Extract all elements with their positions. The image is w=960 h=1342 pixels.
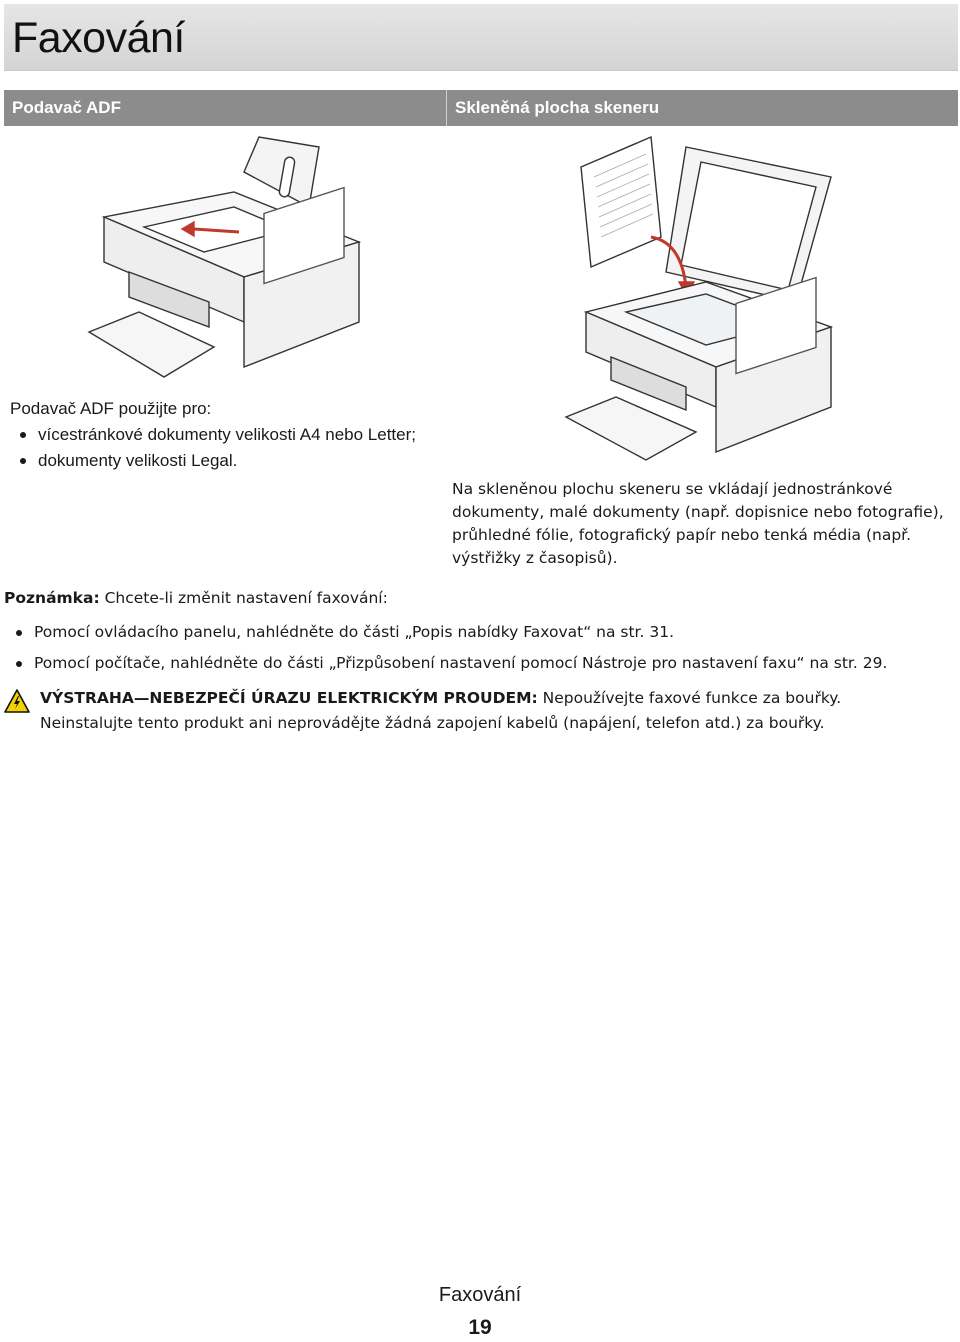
list-item: dokumenty velikosti Legal. xyxy=(10,448,440,474)
page-title: Faxování xyxy=(12,14,185,62)
title-bar: Faxování xyxy=(4,4,958,71)
note-label: Poznámka: xyxy=(4,589,100,607)
glass-usage-text: Na skleněnou plochu skeneru se vkládají … xyxy=(452,478,952,570)
electric-hazard-icon xyxy=(4,689,30,713)
list-item: Pomocí počítače, nahlédněte do části „Př… xyxy=(4,648,954,679)
note-block: Poznámka: Chcete-li změnit nastavení fax… xyxy=(4,589,954,679)
footer-title: Faxování xyxy=(438,1284,522,1306)
page-number: 19 xyxy=(468,1316,492,1339)
warning-title: VÝSTRAHA—NEBEZPEČÍ ÚRAZU ELEKTRICKÝM PRO… xyxy=(40,689,538,707)
adf-usage-text: Podavač ADF použijte pro: vícestránkové … xyxy=(10,396,440,474)
scanner-glass-illustration xyxy=(564,135,834,461)
adf-printer-illustration xyxy=(87,136,362,378)
adf-intro: Podavač ADF použijte pro: xyxy=(10,399,212,418)
note-text: Chcete-li změnit nastavení faxování: xyxy=(99,589,388,607)
glass-line: výstřižky z časopisů). xyxy=(452,549,618,567)
warning-block: VÝSTRAHA—NEBEZPEČÍ ÚRAZU ELEKTRICKÝM PRO… xyxy=(4,686,954,736)
glass-line: průhledné fólie, fotografický papír nebo… xyxy=(452,526,912,544)
glass-line: dokumenty, malé dokumenty (např. dopisni… xyxy=(452,503,944,521)
list-item: vícestránkové dokumenty velikosti A4 neb… xyxy=(10,422,440,448)
glass-line: Na skleněnou plochu skeneru se vkládají … xyxy=(452,480,893,498)
adf-list: vícestránkové dokumenty velikosti A4 neb… xyxy=(10,422,440,474)
note-list: Pomocí ovládacího panelu, nahlédněte do … xyxy=(4,617,954,679)
list-item: Pomocí ovládacího panelu, nahlédněte do … xyxy=(4,617,954,648)
adf-column-header: Podavač ADF xyxy=(4,90,446,126)
warning-line1: Nepoužívejte faxové funkce za bouřky. xyxy=(537,689,842,707)
glass-column-header: Skleněná plocha skeneru xyxy=(446,90,958,126)
warning-line2: Neinstalujte tento produkt ani neprovádě… xyxy=(40,714,825,732)
